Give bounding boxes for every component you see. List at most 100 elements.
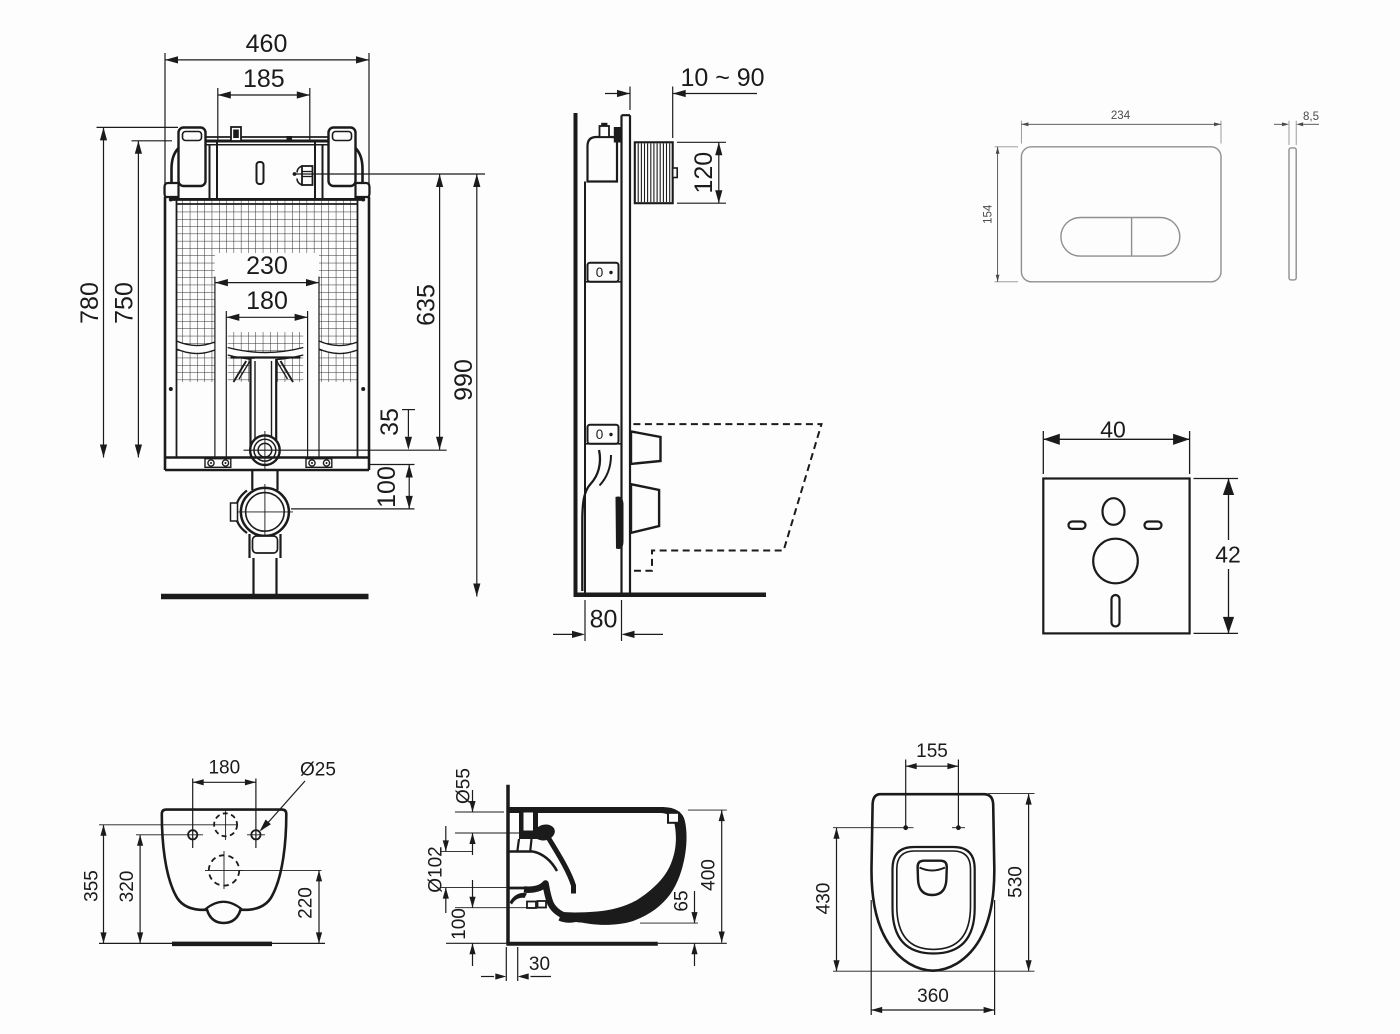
arrowhead-icon [315,870,323,882]
dim-opening-180: 180 [226,287,308,321]
tank-side-bracket [613,127,621,143]
dim-seat-holes: 155 [905,741,959,770]
dim-clearance-100-label: 100 [449,908,470,940]
mesh-water-gap [226,347,305,360]
mesh-water-gap [175,341,217,353]
arrowhead-icon [1222,616,1235,634]
bowl-dashed-outline [633,423,823,572]
dim-width-360-label: 360 [917,986,949,1007]
arrowhead-icon [137,932,144,944]
dim-mat-height: 42 [1215,478,1241,634]
hanger-bracket [177,126,207,188]
dim-sump-height-65-label: 65 [672,890,693,911]
arrowhead-icon [405,495,413,509]
dim-actuator-120: 120 [690,142,723,204]
dim-mat-width: 40 [1043,417,1190,445]
arrowhead-icon [1222,478,1235,495]
dim-offset-100: 100 [373,464,413,509]
flush-plate-profile [1288,147,1297,281]
arrowhead-icon [905,763,917,770]
anchor-bolt-center [311,462,313,464]
arrowhead-icon [469,833,476,844]
dim-hole-diameter-label: Ø25 [300,760,336,781]
dim-finish-range-label: 10 ~ 90 [680,64,764,92]
leader-arrowhead-icon [259,819,271,832]
mat-top-hole [1101,497,1126,526]
bowl-rear-inner-arc [204,900,243,911]
mat-bottom-slot [1110,593,1121,628]
dim-total-height: 990 [450,174,481,597]
sump-lip [919,866,946,872]
flush-stud [629,429,662,466]
anchor-bolt-center [210,462,212,464]
service-box-dot [609,270,613,275]
dim-inner-length-label: 430 [814,883,835,915]
arrowhead-icon [315,932,323,944]
funnel-wing [232,360,248,383]
dim-tank-height-label: 750 [111,282,139,324]
dim-inlet-height-label: 355 [82,870,103,902]
arrowhead-icon [715,190,723,204]
trapway-top [532,850,559,872]
dim-offset-35-label: 35 [376,408,404,436]
arrowhead-icon [672,89,686,98]
arrowhead-icon [1214,122,1221,127]
arrowhead-icon [100,932,107,944]
view-bowl-top: 155 430 530 360 [814,741,1035,1015]
dim-length-530-label: 530 [1006,866,1027,898]
water-line [318,340,358,347]
arrowhead-icon [621,630,635,638]
base-hook [509,892,527,905]
dim-actuator-height-label: 635 [413,284,441,326]
arrowhead-icon [473,174,481,187]
arrowhead-icon [296,91,310,99]
arrowhead-icon [691,912,698,924]
arrowhead-icon [995,146,1000,154]
sump-spot [916,859,949,897]
arrowhead-icon [1021,122,1029,127]
tank-cap-core [233,129,239,138]
arrowhead-icon [436,174,444,187]
flush-rod-slot [255,161,265,185]
arrowhead-icon [137,834,144,846]
dim-wall-gap-30-label: 30 [529,954,550,975]
dim-offset-100-label: 100 [373,466,401,508]
view-cistern-frame-side: 0 0 10 ~ 90 120 80 [553,64,823,641]
valve-ref-dot [292,172,297,176]
arrowhead-icon [469,896,476,908]
arrowhead-icon [1282,122,1289,127]
dim-outlet-height: 220 [296,870,323,944]
dim-hole-height: 320 [117,834,144,944]
hanger-bracket-slot [331,130,353,142]
tank-side-cap [598,125,610,138]
sump-wall [523,880,595,923]
water-line [227,346,304,354]
dim-plate-thickness-label: 8,5 [1303,111,1319,123]
water-line [318,348,358,355]
seat-bumper [667,811,680,824]
tank-top-mark [286,136,292,141]
dim-inner-length: 430 [814,827,840,972]
arrowhead-icon [947,763,959,770]
anchor-bolt-center [325,462,328,464]
dim-top-opening: 185 [217,65,310,99]
fill-valve-hook [296,165,303,186]
arrowhead-icon [1296,122,1304,127]
dim-length-530: 530 [1006,793,1032,972]
arrowhead-icon [572,630,585,638]
arrowhead-icon [983,1006,995,1014]
arrowhead-icon [436,436,444,450]
dim-mat-width-label: 40 [1100,417,1126,443]
dim-mat-height-label: 42 [1215,542,1241,568]
view-insulation-mat: 40 42 [1042,417,1241,635]
tank-side-cap-top [601,122,608,127]
arrowhead-icon [192,779,204,786]
water-line [176,340,216,347]
dim-outlet-diameter: Ø102 [426,826,449,913]
dim-total-height-label: 990 [450,359,478,401]
base-block [526,900,537,909]
service-box-label: 0 [596,427,604,442]
arrowhead-icon [442,840,449,852]
